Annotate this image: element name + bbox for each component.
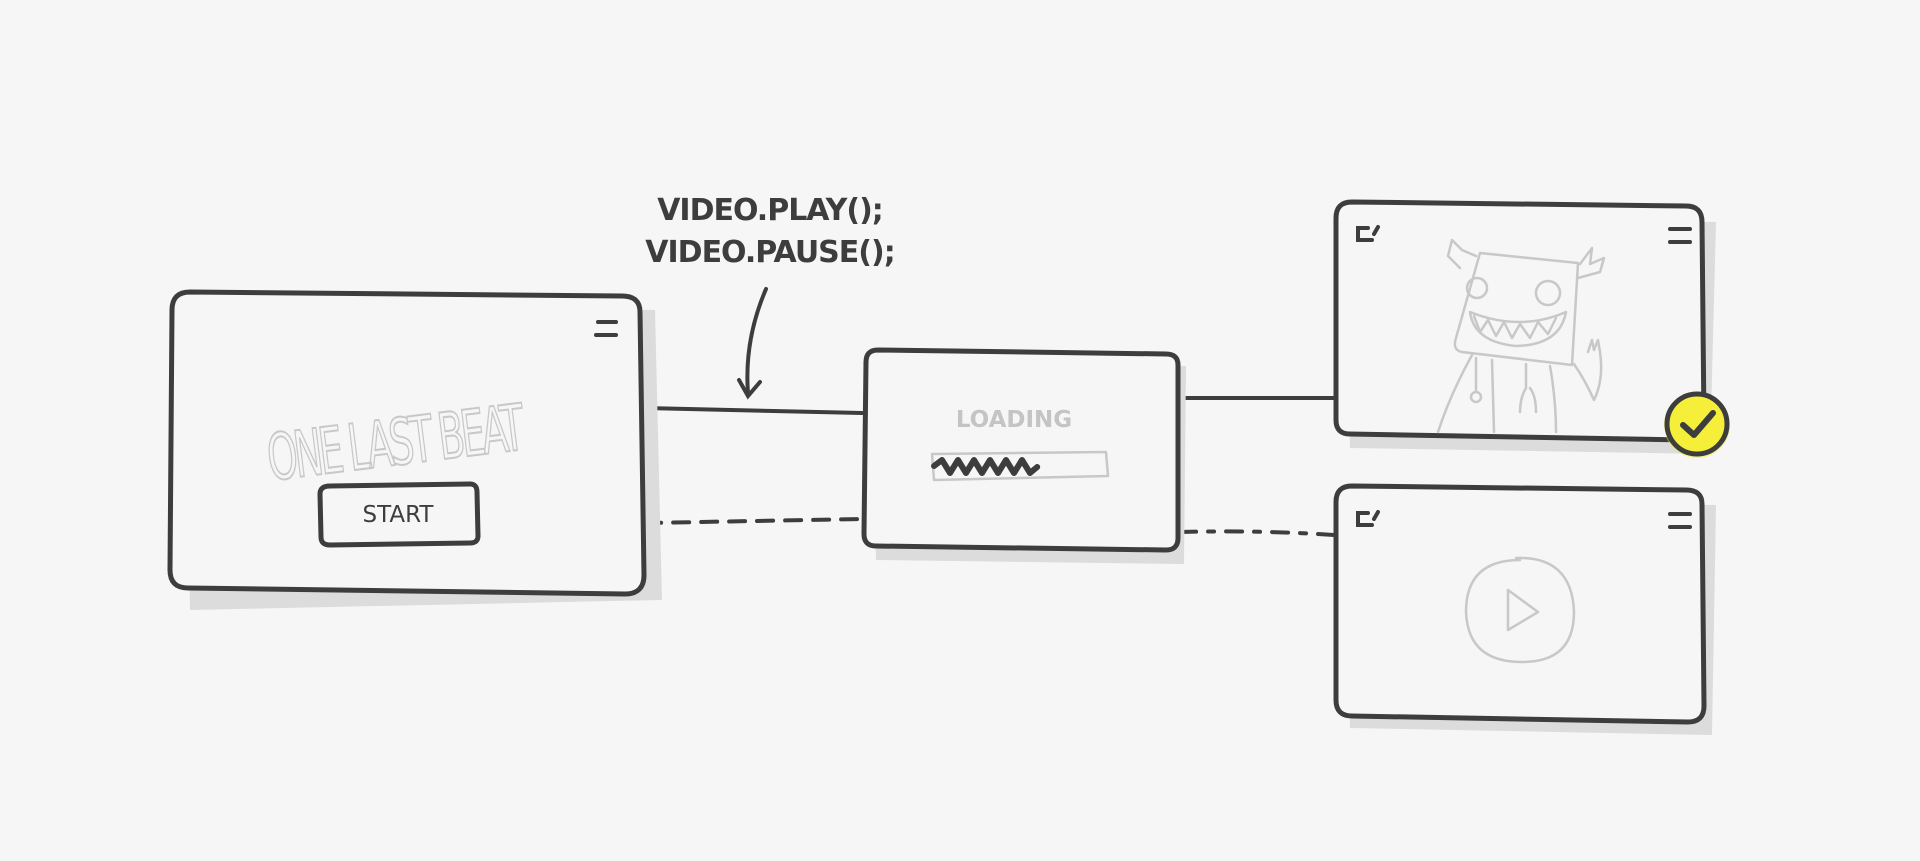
checkmark-icon (1680, 410, 1716, 438)
annotation-line-pause: VIDEO.PAUSE(); (645, 235, 894, 270)
annotation-line-play: VIDEO.PLAY(); (657, 193, 883, 228)
loading-screen-frame (861, 347, 1181, 553)
loading-screen: LOADING (861, 347, 1186, 564)
loading-progress-fill (931, 457, 1041, 476)
hamburger-menu-icon[interactable] (1668, 512, 1692, 529)
back-icon[interactable] (1356, 225, 1380, 242)
video-paused-frame (1333, 483, 1707, 725)
connector-intro-to-loading (643, 406, 864, 415)
back-icon[interactable] (1356, 510, 1380, 527)
intro-screen-frame (167, 289, 647, 597)
play-icon[interactable] (1464, 556, 1576, 664)
loading-label: LOADING (956, 407, 1072, 433)
annotation-arrow (737, 287, 768, 400)
loading-progress-track (930, 450, 1110, 482)
connector-intro-to-loading-dashed (643, 517, 864, 525)
video-paused-screen (1333, 483, 1716, 735)
checkmark-badge (1664, 391, 1730, 458)
connector-loading-to-paused-dashed (1178, 529, 1336, 537)
video-playing-screen (1333, 199, 1730, 458)
intro-screen: ONE LAST BEAT START (167, 289, 662, 610)
hamburger-menu-icon[interactable] (1668, 227, 1692, 244)
checkmark-badge-circle (1664, 391, 1730, 457)
start-button-label: START (363, 502, 435, 528)
monster-illustration (1436, 238, 1606, 434)
hamburger-menu-icon[interactable] (594, 320, 618, 337)
start-button[interactable]: START (317, 481, 481, 548)
